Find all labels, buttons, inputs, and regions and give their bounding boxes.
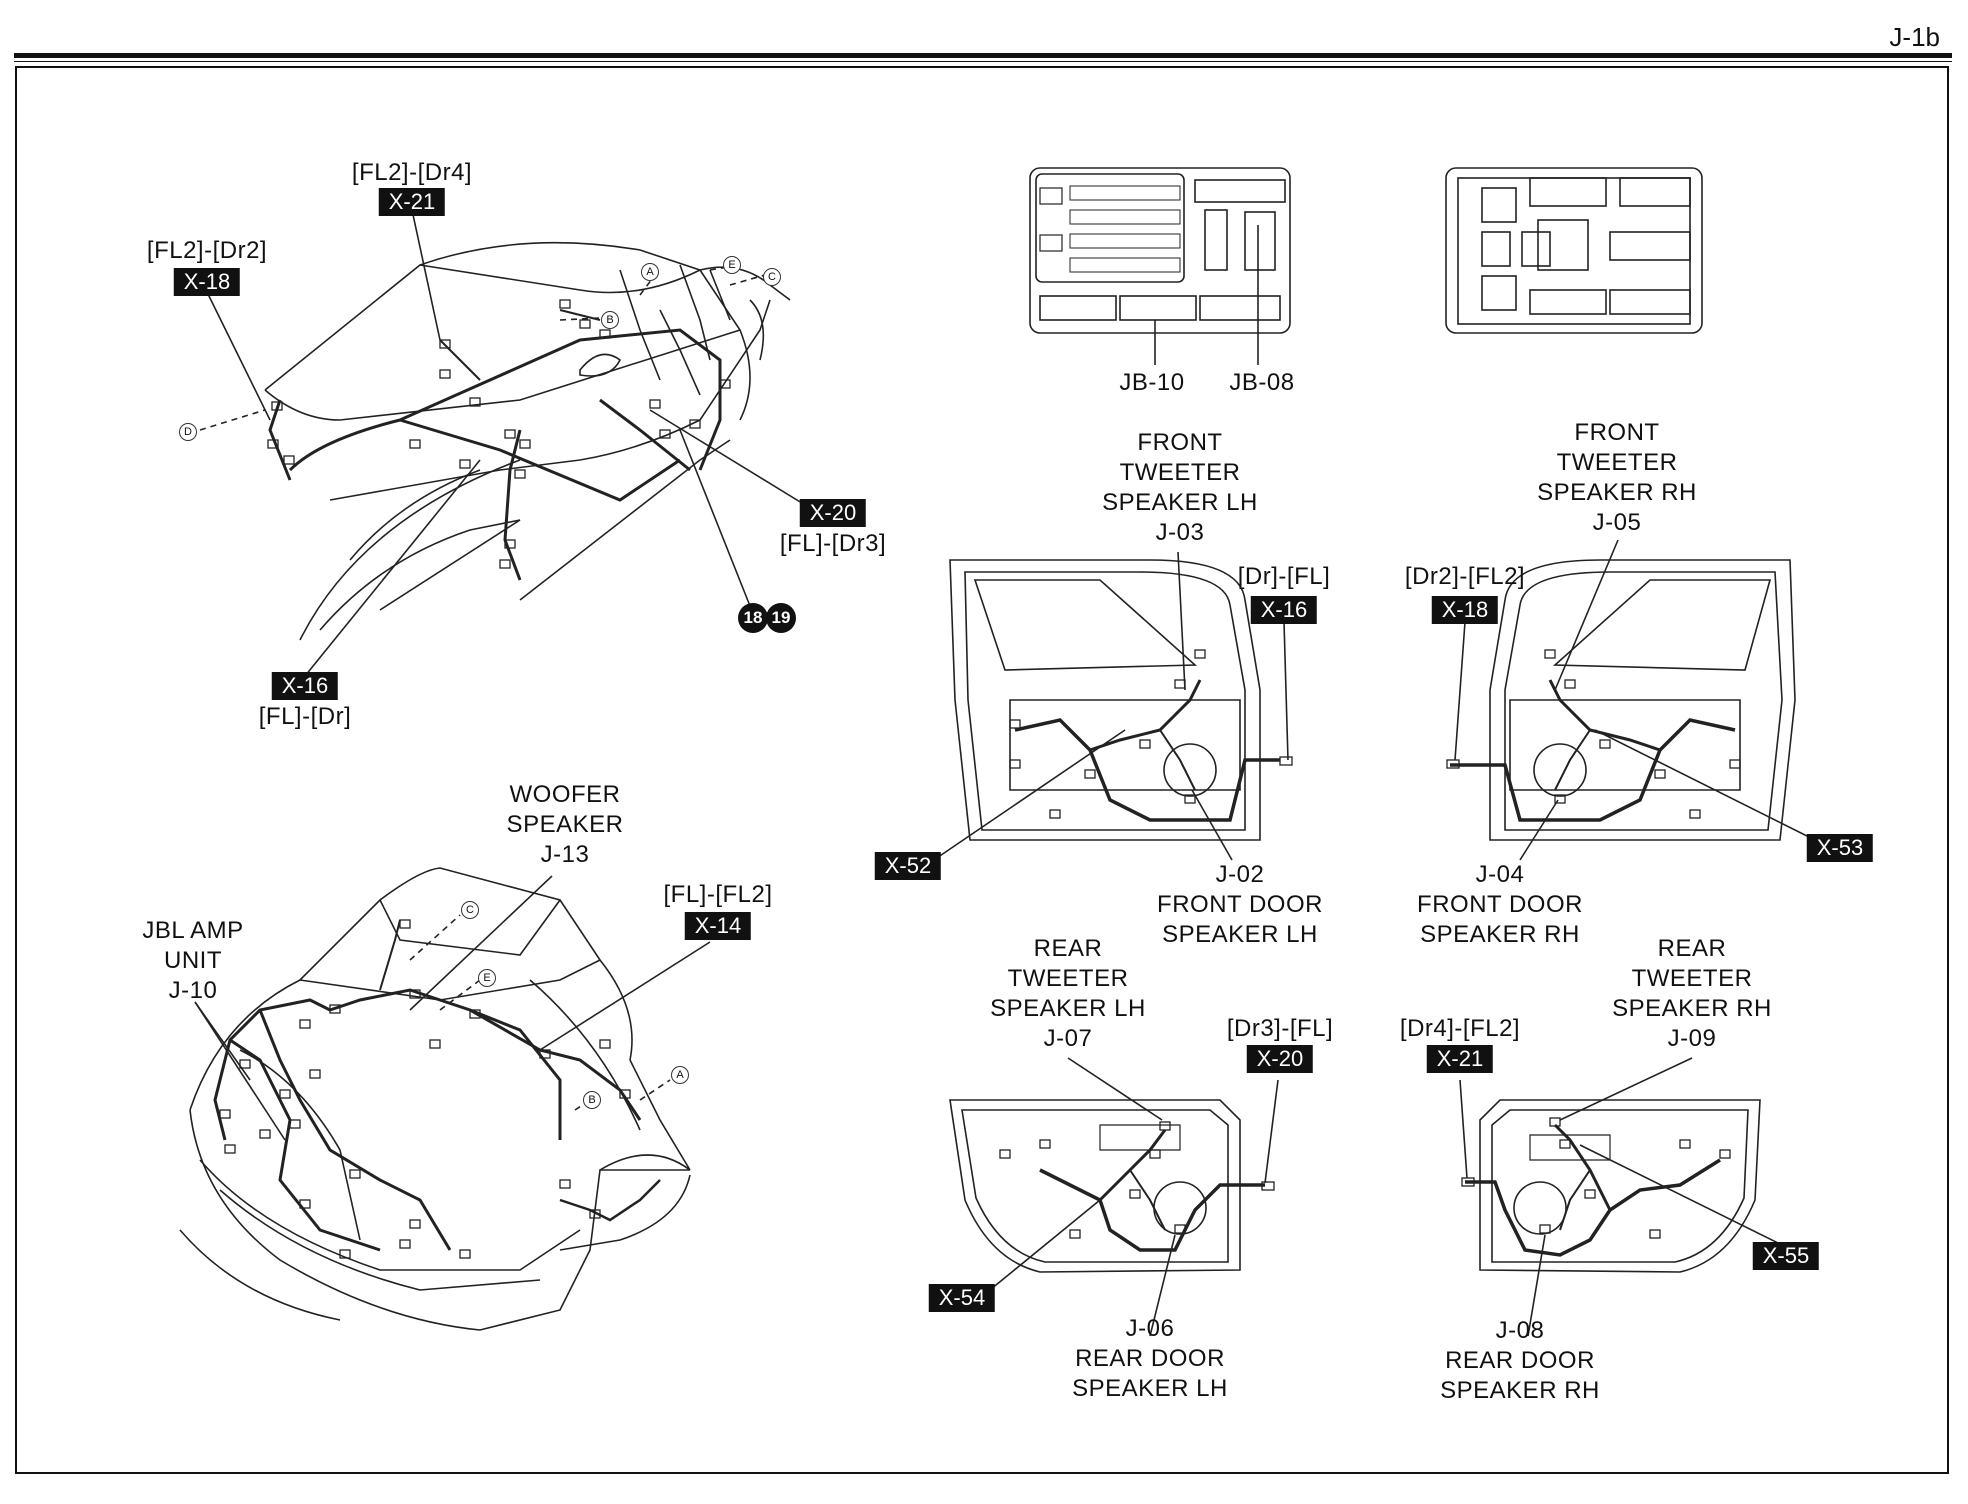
diagram-frame (15, 66, 1949, 1474)
connector-tag: X-16 (1250, 596, 1318, 624)
connector-letter: C (461, 901, 479, 919)
connector-letter: A (671, 1066, 689, 1084)
car-front-view (199, 209, 811, 677)
callout-code: [FL]-[Dr] (258, 703, 352, 730)
callout-code: [Dr]-[FL] (1237, 563, 1331, 590)
ground-bubble: 18 (738, 603, 768, 633)
callout-code: [Dr2]-[FL2] (1404, 563, 1526, 590)
connector-tag: X-21 (378, 188, 446, 216)
connector-tag: X-52 (874, 852, 942, 880)
junction-block-label: JB-10 (1119, 369, 1185, 396)
front-door-lh (924, 551, 1293, 867)
connector-tag: X-14 (684, 912, 752, 940)
front-door-rh (1446, 539, 1816, 861)
connector-tag: X-16 (271, 672, 339, 700)
connector-letter: C (763, 268, 781, 286)
ground-bubble: 19 (766, 603, 796, 633)
callout-code: [FL]-[Dr3] (779, 530, 887, 557)
callout-code: [FL]-[FL2] (663, 881, 773, 908)
header-rule (14, 53, 1952, 58)
connector-letter: B (601, 311, 619, 329)
connector-tag: X-54 (928, 1284, 996, 1312)
connector-tag: X-21 (1426, 1045, 1494, 1073)
connector-letter: D (179, 423, 197, 441)
junction-block-right (1445, 167, 1703, 334)
junction-block-jb10-jb08 (1029, 167, 1291, 365)
connector-tag: X-18 (1431, 596, 1499, 624)
connector-letter: B (583, 1091, 601, 1109)
car-rear-view (179, 867, 711, 1331)
connector-tag: X-18 (173, 268, 241, 296)
rear-door-rh (1459, 1057, 1789, 1337)
connector-letter: E (478, 969, 496, 987)
page-code: J-1b (1889, 22, 1940, 52)
connector-letter: E (723, 256, 741, 274)
callout-code: [FL2]-[Dr2] (146, 237, 268, 264)
rear-door-lh (949, 1057, 1279, 1337)
connector-letter: A (641, 263, 659, 281)
connector-tag: X-53 (1806, 834, 1874, 862)
connector-tag: X-55 (1752, 1242, 1820, 1270)
callout-code: [FL2]-[Dr4] (351, 159, 473, 186)
callout-code: [Dr4]-[FL2] (1399, 1015, 1521, 1042)
header-rule-thin (14, 61, 1952, 62)
callout-code: [Dr3]-[FL] (1226, 1015, 1334, 1042)
connector-tag: X-20 (799, 499, 867, 527)
junction-block-label: JB-08 (1229, 369, 1295, 396)
connector-tag: X-20 (1246, 1045, 1314, 1073)
